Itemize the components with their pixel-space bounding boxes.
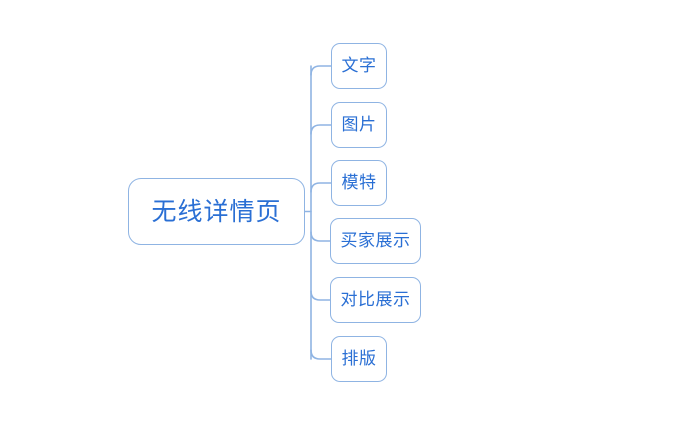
child-node-label-2: 模特 [341,172,377,193]
child-node-4[interactable]: 对比展示 [330,277,421,323]
root-node[interactable]: 无线详情页 [128,178,305,245]
root-node-label: 无线详情页 [151,197,282,226]
child-node-label-5: 排版 [341,348,377,369]
child-node-0[interactable]: 文字 [331,43,387,89]
child-node-2[interactable]: 模特 [331,160,387,206]
child-node-3[interactable]: 买家展示 [330,218,421,264]
child-node-label-1: 图片 [341,114,377,135]
child-node-5[interactable]: 排版 [331,336,387,382]
child-node-label-4: 对比展示 [340,289,411,310]
child-node-label-3: 买家展示 [340,230,411,251]
child-node-1[interactable]: 图片 [331,102,387,148]
child-node-label-0: 文字 [341,55,377,76]
